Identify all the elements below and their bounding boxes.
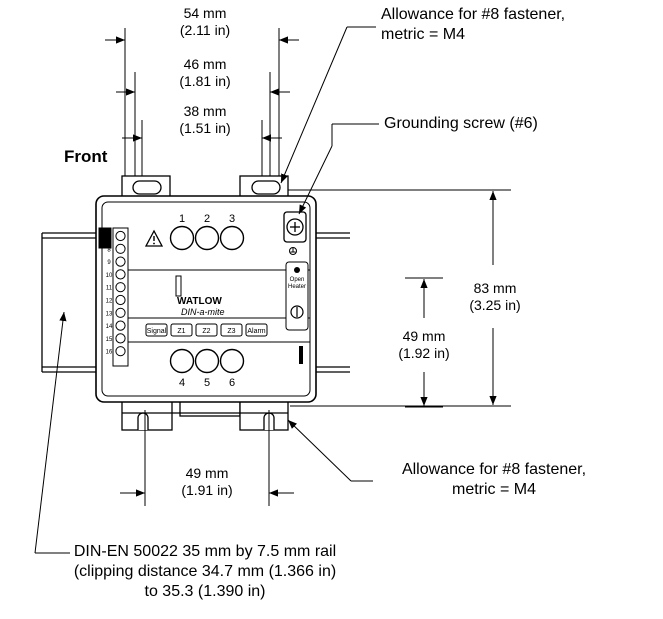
top-ports: [169, 225, 245, 251]
terminal-screw-9: [115, 256, 126, 267]
terminal-number-9: 9: [107, 260, 111, 266]
callout-bottom-fastener: Allowance for #8 fastener, metric = M4: [366, 460, 622, 500]
grounding-screw-icon: [283, 211, 307, 243]
callout-grounding-screw: Grounding screw (#6): [384, 115, 538, 132]
callout-din-rail-line1: DIN-EN 50022 35 mm by 7.5 mm rail: [73, 543, 337, 560]
indicator-z2: Z2: [202, 328, 210, 335]
device-housing: [95, 195, 317, 403]
port-number-4: 4: [179, 377, 185, 389]
dim-54-label: 54 mm (2.11 in): [160, 5, 250, 39]
leader-bottom-fastener: [287, 419, 373, 482]
model-name: DIN-a-mite: [181, 307, 225, 317]
terminal-number-12: 12: [106, 299, 113, 305]
dim-83-line: [288, 189, 511, 407]
dim-49-vertical-line: [405, 277, 443, 408]
leader-rail: [34, 311, 70, 554]
terminal-number-10: 10: [106, 273, 113, 279]
terminal-screw-12: [115, 294, 126, 306]
indicator-labels: Signal Z1 Z2 Z3 Alarm: [147, 328, 266, 335]
warning-triangle-icon: [144, 229, 164, 247]
callout-top-fastener: Allowance for #8 fastener, metric = M4: [381, 5, 565, 45]
callout-bottom-fastener-line1: Allowance for #8 fastener,: [401, 461, 587, 478]
port-number-6: 6: [229, 377, 235, 389]
dim-49-vertical-mm: 49 mm: [402, 328, 446, 344]
dim-49-vertical-in: (1.92 in): [398, 345, 450, 361]
callout-din-rail-line3: to 35.3 (1.390 in): [144, 583, 266, 600]
dim-49-horizontal-line: [120, 410, 294, 506]
terminal-number-7: 7: [107, 235, 111, 241]
indicator-z1: Z1: [177, 328, 185, 335]
terminal-screw-16: [115, 346, 126, 357]
indicator-z3: Z3: [227, 328, 235, 335]
terminal-screw-8: [115, 243, 126, 254]
callout-din-rail: DIN-EN 50022 35 mm by 7.5 mm rail (clipp…: [55, 542, 355, 602]
port-number-1: 1: [179, 213, 185, 225]
terminal-screw-13: [115, 307, 126, 318]
bottom-ports: [169, 348, 245, 374]
din-rail: [41, 232, 350, 373]
dim-83-mm: 83 mm: [473, 280, 517, 296]
indicator-alarm: Alarm: [247, 328, 265, 335]
front-label: Front: [64, 147, 108, 166]
dim-46-label: 46 mm (1.81 in): [160, 56, 250, 90]
dim-38-in: (1.51 in): [179, 120, 231, 136]
terminal-strip: 7 8 9 10 11 12 13 14 15 16: [98, 227, 129, 367]
dim-46-in: (1.81 in): [179, 73, 231, 89]
dim-83-in: (3.25 in): [469, 297, 521, 313]
callout-bottom-fastener-line2: metric = M4: [451, 481, 536, 498]
callout-din-rail-line2: (clipping distance 34.7 mm (1.366 in): [73, 563, 337, 580]
terminal-number-16: 16: [106, 350, 113, 356]
callout-top-fastener-line1: Allowance for #8 fastener,: [381, 6, 566, 23]
terminal-number-11: 11: [106, 286, 113, 292]
bottom-port-numbers: 4 5 6: [179, 377, 235, 389]
terminal-screw-11: [115, 282, 126, 293]
open-heater-line2: Heater: [288, 284, 306, 290]
dim-83-label: 83 mm (3.25 in): [463, 280, 527, 314]
terminal-number-8: 8: [107, 247, 111, 253]
dim-38-mm: 38 mm: [183, 103, 227, 119]
ground-symbol-icon: [289, 247, 297, 255]
open-heater-line1: Open: [290, 277, 305, 283]
dim-49-vertical-label: 49 mm (1.92 in): [390, 328, 458, 362]
indicator-boxes: [145, 323, 268, 337]
terminal-number-15: 15: [106, 337, 113, 343]
leader-top-fastener: [280, 26, 376, 184]
indicator-signal: Signal: [147, 328, 167, 335]
terminal-number-14: 14: [106, 324, 113, 330]
dim-49-horizontal-label: 49 mm (1.91 in): [162, 465, 252, 499]
port-number-2: 2: [204, 213, 210, 225]
dim-46-mm: 46 mm: [183, 56, 227, 72]
dim-38-label: 38 mm (1.51 in): [160, 103, 250, 137]
port-number-3: 3: [229, 213, 235, 225]
dim-49-horizontal-in: (1.91 in): [181, 482, 233, 498]
brand-area: WATLOW DIN-a-mite: [175, 275, 225, 317]
terminal-screw-7: [115, 230, 126, 242]
terminal-screw-15: [115, 333, 126, 344]
terminal-screw-10: [115, 269, 126, 280]
terminal-screw-14: [115, 320, 126, 331]
callout-top-fastener-line2: metric = M4: [381, 26, 466, 43]
brand-name: WATLOW: [177, 296, 222, 307]
dim-54-in: (2.11 in): [179, 22, 231, 38]
dim-54-mm: 54 mm: [183, 5, 227, 21]
terminal-number-13: 13: [106, 311, 113, 317]
leader-grounding: [298, 123, 379, 215]
open-heater-indicator: Open Heater: [285, 261, 309, 364]
port-number-5: 5: [204, 377, 210, 389]
top-port-numbers: 1 2 3: [179, 213, 235, 225]
dim-49-horizontal-mm: 49 mm: [185, 465, 229, 481]
